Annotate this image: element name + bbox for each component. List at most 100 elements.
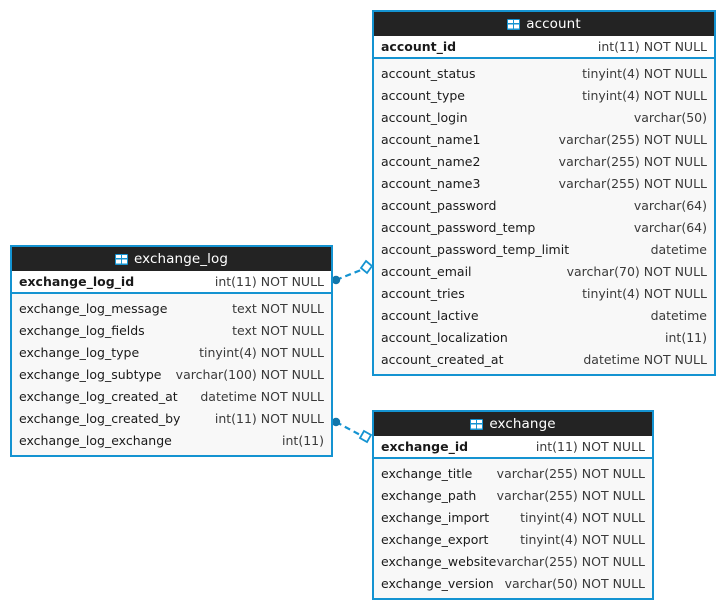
relationship-line (335, 421, 365, 438)
primary-key-row[interactable]: account_id int(11) NOT NULL (374, 36, 714, 59)
column-type: varchar(255) NOT NULL (558, 131, 707, 147)
column-name: account_name2 (381, 153, 481, 169)
column-type: varchar(100) NOT NULL (175, 366, 324, 382)
column-row[interactable]: exchange_log_type tinyint(4) NOT NULL (12, 341, 331, 363)
column-type: varchar(255) NOT NULL (496, 553, 645, 569)
column-name: account_created_at (381, 351, 504, 367)
column-name: exchange_import (381, 509, 490, 525)
column-list: exchange_title varchar(255) NOT NULL exc… (374, 459, 652, 598)
column-row[interactable]: account_type tinyint(4) NOT NULL (374, 84, 714, 106)
relationship-endpoint-diamond (358, 429, 373, 444)
column-type: datetime NOT NULL (200, 388, 324, 404)
column-list: account_status tinyint(4) NOT NULL accou… (374, 59, 714, 374)
column-type: tinyint(4) NOT NULL (199, 344, 324, 360)
column-row[interactable]: account_status tinyint(4) NOT NULL (374, 62, 714, 84)
column-row[interactable]: account_lactive datetime (374, 304, 714, 326)
column-type: int(11) NOT NULL (214, 410, 324, 426)
column-row[interactable]: exchange_log_created_by int(11) NOT NULL (12, 407, 331, 429)
column-name: account_type (381, 87, 465, 103)
column-type: tinyint(4) NOT NULL (520, 531, 645, 547)
relationship-endpoint-dot (331, 417, 341, 427)
column-name: account_password_temp (381, 219, 536, 235)
column-name: exchange_title (381, 465, 473, 481)
column-name: exchange_path (381, 487, 477, 503)
column-row[interactable]: exchange_log_created_at datetime NOT NUL… (12, 385, 331, 407)
column-row[interactable]: account_password varchar(64) (374, 194, 714, 216)
column-type: varchar(255) NOT NULL (496, 487, 645, 503)
column-name: exchange_log_subtype (19, 366, 162, 382)
column-row[interactable]: exchange_website varchar(255) NOT NULL (374, 550, 652, 572)
column-name: account_email (381, 263, 472, 279)
column-type: int(11) NOT NULL (214, 274, 324, 289)
entity-header[interactable]: account (374, 12, 714, 36)
column-type: text NOT NULL (232, 322, 324, 338)
column-row[interactable]: account_password_temp varchar(64) (374, 216, 714, 238)
column-name: exchange_log_id (19, 274, 135, 289)
column-type: datetime (650, 241, 707, 257)
entity-table-account[interactable]: account account_id int(11) NOT NULL acco… (372, 10, 716, 376)
column-name: account_id (381, 39, 457, 54)
column-row[interactable]: account_name1 varchar(255) NOT NULL (374, 128, 714, 150)
column-row[interactable]: exchange_title varchar(255) NOT NULL (374, 462, 652, 484)
column-name: account_status (381, 65, 476, 81)
entity-table-exchange[interactable]: exchange exchange_id int(11) NOT NULL ex… (372, 410, 654, 600)
column-type: text NOT NULL (232, 300, 324, 316)
column-type: varchar(64) (633, 219, 707, 235)
column-row[interactable]: account_created_at datetime NOT NULL (374, 348, 714, 370)
column-type: tinyint(4) NOT NULL (582, 87, 707, 103)
column-row[interactable]: account_localization int(11) (374, 326, 714, 348)
column-type: tinyint(4) NOT NULL (582, 65, 707, 81)
column-type: varchar(255) NOT NULL (558, 153, 707, 169)
entity-header[interactable]: exchange_log (12, 247, 331, 271)
column-row[interactable]: exchange_log_message text NOT NULL (12, 297, 331, 319)
column-row[interactable]: account_tries tinyint(4) NOT NULL (374, 282, 714, 304)
column-type: tinyint(4) NOT NULL (582, 285, 707, 301)
entity-header[interactable]: exchange (374, 412, 652, 436)
column-row[interactable]: exchange_version varchar(50) NOT NULL (374, 572, 652, 594)
column-name: account_password_temp_limit (381, 241, 570, 257)
column-type: varchar(50) NOT NULL (504, 575, 645, 591)
column-row[interactable]: account_password_temp_limit datetime (374, 238, 714, 260)
column-name: account_name3 (381, 175, 481, 191)
column-name: exchange_log_exchange (19, 432, 172, 448)
entity-title: account (526, 16, 581, 32)
column-row[interactable]: exchange_export tinyint(4) NOT NULL (374, 528, 652, 550)
column-type: int(11) (665, 329, 707, 345)
column-row[interactable]: exchange_import tinyint(4) NOT NULL (374, 506, 652, 528)
entity-title: exchange (489, 416, 556, 432)
column-row[interactable]: account_name2 varchar(255) NOT NULL (374, 150, 714, 172)
relationship-endpoint-dot (331, 275, 341, 285)
column-type: datetime (650, 307, 707, 323)
column-name: account_password (381, 197, 497, 213)
column-row[interactable]: account_email varchar(70) NOT NULL (374, 260, 714, 282)
column-type: varchar(255) NOT NULL (496, 465, 645, 481)
column-name: exchange_log_created_at (19, 388, 178, 404)
column-name: exchange_log_created_by (19, 410, 181, 426)
column-row[interactable]: account_login varchar(50) (374, 106, 714, 128)
column-row[interactable]: exchange_log_fields text NOT NULL (12, 319, 331, 341)
column-type: datetime NOT NULL (583, 351, 707, 367)
primary-key-row[interactable]: exchange_id int(11) NOT NULL (374, 436, 652, 459)
column-name: exchange_log_type (19, 344, 140, 360)
column-name: account_tries (381, 285, 465, 301)
column-row[interactable]: exchange_log_subtype varchar(100) NOT NU… (12, 363, 331, 385)
column-type: tinyint(4) NOT NULL (520, 509, 645, 525)
relationship-line (335, 266, 367, 282)
column-row[interactable]: exchange_log_exchange int(11) (12, 429, 331, 451)
column-name: exchange_export (381, 531, 489, 547)
column-type: varchar(70) NOT NULL (566, 263, 707, 279)
column-type: int(11) NOT NULL (535, 439, 645, 454)
table-icon (470, 418, 484, 430)
column-name: exchange_id (381, 439, 469, 454)
column-row[interactable]: exchange_path varchar(255) NOT NULL (374, 484, 652, 506)
column-type: varchar(255) NOT NULL (558, 175, 707, 191)
column-row[interactable]: account_name3 varchar(255) NOT NULL (374, 172, 714, 194)
column-list: exchange_log_message text NOT NULL excha… (12, 294, 331, 455)
column-type: int(11) NOT NULL (597, 39, 707, 54)
column-name: exchange_log_message (19, 300, 168, 316)
column-name: account_lactive (381, 307, 479, 323)
column-name: account_name1 (381, 131, 481, 147)
column-name: account_login (381, 109, 468, 125)
entity-table-exchange-log[interactable]: exchange_log exchange_log_id int(11) NOT… (10, 245, 333, 457)
primary-key-row[interactable]: exchange_log_id int(11) NOT NULL (12, 271, 331, 294)
